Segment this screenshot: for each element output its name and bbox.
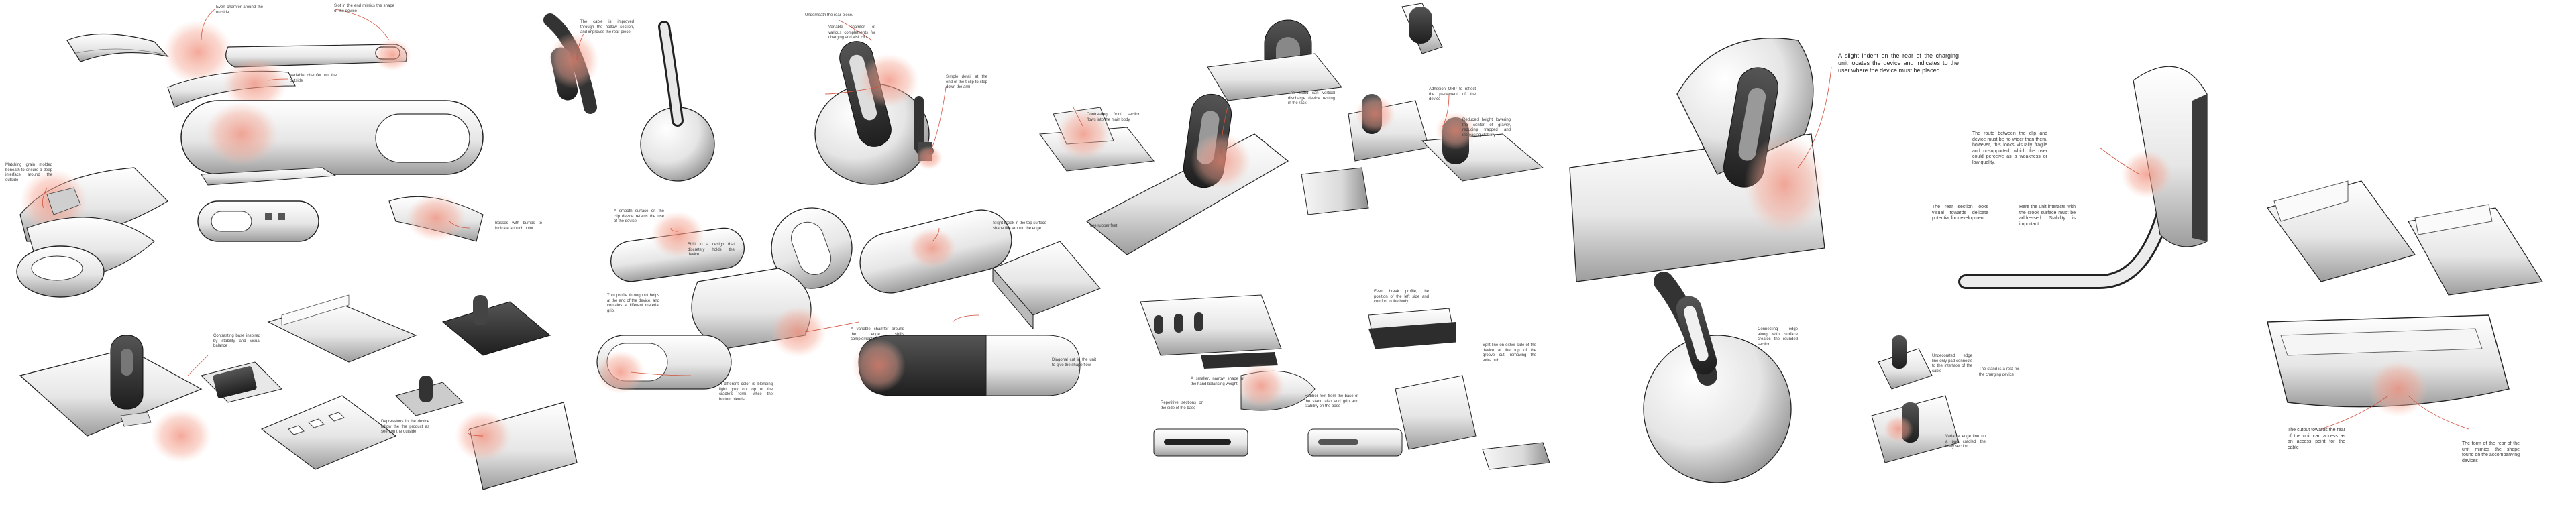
sketch-stand-box [1301, 167, 1369, 215]
annotation-leader-lines [42, 9, 2469, 437]
sketch-cradle-plan [197, 200, 319, 242]
sketch-dark-pad [441, 295, 551, 356]
note-contrasting-base: Contrasting base inspired by stability a… [213, 334, 260, 348]
note-even-break: Even break profile, the position of the … [1374, 290, 1429, 304]
note-variable-chamfer-clip: Variable chamfer of various complements … [828, 25, 875, 40]
sketch-oval-device-tilt [771, 207, 853, 289]
sketch-large-charging-unit [1569, 38, 1825, 282]
note-rubber-feet-stand: Rubber feet from the base of the stand a… [1305, 394, 1358, 408]
sketch-bent-arm-stand [1958, 66, 2208, 289]
sketch-stand-angled-large [1085, 93, 1289, 255]
sketch-tray-top-left [2267, 180, 2416, 282]
sketch-panel3-mid-row [1140, 294, 1282, 369]
sketch-stand-dark-device [1207, 19, 1342, 101]
sketch-variable-chamfer [167, 57, 296, 111]
sketch-ring-puck [16, 245, 105, 298]
sketch-block-right [992, 241, 1101, 330]
note-rear-section: The rear section looks visual towards de… [1932, 205, 1988, 221]
note-thin-profile: Thin profile throughout helps at the end… [607, 294, 659, 313]
note-variable-edge-chamfer: A variable chamfer around the edge shift… [851, 327, 904, 341]
note-depressions: Depressions in the device follow the the… [381, 420, 429, 434]
sketch-clip-ball-left [640, 21, 715, 182]
note-cable-improved: The cable is improved through the hollow… [580, 20, 634, 34]
note-stand-vertical: The stand can vertical discharge device … [1288, 91, 1335, 105]
panel-1-cradle-sketches [16, 20, 578, 490]
note-split-line: Split line on either side of the device … [1483, 343, 1536, 363]
sketch-stand-front-left [1039, 107, 1155, 172]
sketch-stand-right-top [1421, 112, 1544, 182]
note-underneath: Underneath the rear-piece. [805, 13, 853, 17]
note-t-clip-detail: Simple detail at the end of the t-clip t… [946, 75, 987, 89]
sketch-panel3-bottom-row [1153, 375, 1550, 470]
note-smooth-surface: A smooth surface on the clip device reta… [614, 209, 664, 223]
note-stand-rest: The stand is a rest for the charging dev… [1979, 367, 2019, 377]
sketch-tube-pink [1238, 363, 1316, 411]
note-undecorated-edge: Undecorated edge line only pad connects … [1932, 354, 1972, 374]
sketch-small-stand [395, 376, 464, 416]
note-slot-end: Slot in the end mimics the shape of the … [334, 4, 394, 13]
note-variable-edge-pad: Variable edge line on a pad cradled the … [1945, 435, 1986, 449]
sketch-cradle-pink-bottom [455, 402, 578, 490]
note-slight-indent: A slight indent on the rear of the charg… [1838, 52, 1959, 74]
sketch-oval-device-top [610, 211, 745, 282]
panel-2-ball-clip-sketches [543, 13, 1101, 396]
sketch-stand-small-mid [1348, 94, 1430, 162]
highlight-blush [163, 20, 233, 84]
sketch-ball-with-device [814, 41, 930, 185]
sketch-mini-stands [1871, 335, 1960, 463]
panel-5-cradle-form-studies [2267, 180, 2544, 417]
panel-4-rear-indent-studies [1569, 38, 2208, 483]
sketch-long-pill [180, 100, 484, 175]
sketch-tray-top-right [2408, 204, 2544, 296]
sketch-slotted-tray [260, 395, 397, 470]
note-diagonal-cut: Diagonal cut in the unit to give the sha… [1052, 358, 1096, 367]
note-different-color: A different color is blending light grey… [719, 382, 773, 402]
note-route-clip: The route between the clip and device mu… [1972, 131, 2047, 165]
sketch-dock-with-device [19, 335, 211, 463]
sketch-large-cradle [2267, 314, 2510, 417]
note-contrasting-front: Contrasting front section flows into the… [1087, 113, 1140, 122]
sketch-phone-on-pad [201, 361, 282, 403]
sketch-ball-holder [1643, 272, 1792, 483]
note-matching-grain: Matching grain molded beneath to ensure … [5, 163, 52, 182]
sketch-dark-bar-block [1368, 308, 1456, 349]
sketch-stand-white [1401, 3, 1443, 54]
note-unit-interacts: Here the unit interacts with the crook s… [2019, 205, 2076, 227]
sketch-capsule-right [859, 209, 1012, 294]
note-even-chamfer: Even chamfer around the outside [216, 5, 263, 15]
sketch-tray-open [267, 294, 417, 363]
note-cutout-rear: The cutout towards the rear of the unit … [2288, 428, 2345, 450]
sketch-slab-open [596, 335, 732, 394]
note-bosses-bumps: Bosses with bumps to indicate a touch po… [495, 221, 542, 231]
note-rubber-feet: use rubber feet [1090, 224, 1118, 228]
note-connecting-edge: Connecting edge along with surface creat… [1758, 327, 1798, 347]
note-variable-chamfer: Variable chamfer on the outside [290, 74, 337, 83]
sketch-dark-half-capsule [852, 335, 1081, 396]
sketch-long-capsule [691, 268, 826, 357]
note-adhesion: Adhesion ORP to reflect the placement of… [1429, 87, 1476, 101]
note-reduced-height: Reduced height lowering the center of gr… [1462, 118, 1511, 137]
note-slight-break: Slight break in the top surface shape fi… [993, 221, 1046, 231]
sketch-small-t-clip [914, 96, 943, 170]
sketch-cradle-top-left [66, 20, 233, 84]
sketch-side-bar [201, 167, 337, 186]
sketch-clip-tall [543, 13, 599, 114]
sketch-slot-end [225, 39, 411, 71]
sketch-wedge-right [388, 194, 484, 242]
note-discretely-holds: Shift to a design that discretely holds … [688, 243, 735, 257]
panel-3-desk-stand-sketches [1039, 3, 1550, 470]
note-form-rear: The form of the rear of the unit mimics … [2462, 441, 2520, 463]
note-repetitive-sections: Repetitive sections on the side of the b… [1161, 401, 1203, 410]
note-narrow-shape: A smaller, narrow shape of the hand bala… [1191, 377, 1244, 386]
